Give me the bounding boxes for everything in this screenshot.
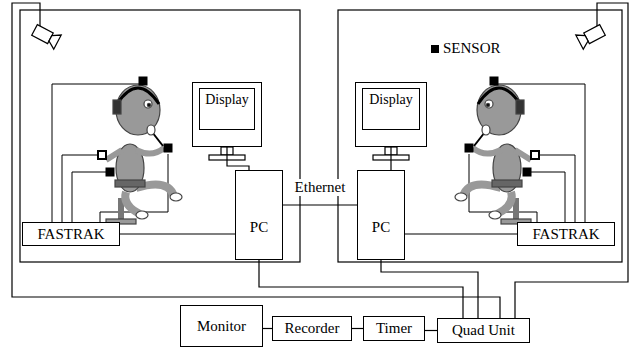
monitor-box: Monitor [180,305,263,347]
connector-part [425,330,437,331]
person [117,88,159,104]
connector-part [283,204,357,205]
connector-line [263,328,272,329]
connector-line [259,260,463,318]
legend-swatch [431,45,439,53]
person [136,211,148,219]
tracker-box: FASTRAK [22,222,120,246]
pc-box: PC [357,170,405,260]
sensor [139,77,147,85]
camera [31,23,61,49]
sensor [98,77,172,176]
connector-line [425,330,437,331]
screen: Display [362,88,420,130]
screen: Display [199,88,255,130]
connector-part [227,147,249,170]
connector-part [352,328,363,329]
sensor [164,144,172,152]
person [116,85,160,135]
node-label: PC [372,219,390,236]
connector-line [227,147,249,170]
node-label: Timer [376,320,412,337]
camera-wire [515,3,628,318]
quad-unit-box: Quad Unit [437,318,530,343]
connector-part [263,328,272,329]
person [125,192,140,214]
connector-line [381,260,478,318]
display-monitor: Display [192,82,262,147]
person [113,100,121,114]
node-label: Quad Unit [452,322,515,339]
timer-box: Timer [363,316,425,341]
person [170,193,182,201]
person [106,85,182,224]
node-label: FASTRAK [532,226,599,243]
person [115,180,145,187]
sensor-wire [52,84,168,222]
edge-label: Ethernet [293,179,348,196]
person [144,100,152,108]
sensor [106,168,114,176]
node-label: PC [250,219,268,236]
connector-line [283,205,357,206]
connector-part [120,233,235,234]
tracker-box: FASTRAK [517,222,615,246]
node-label: Recorder [285,320,340,337]
participant-figure [31,23,182,224]
person [147,125,155,135]
node-label: Display [369,92,413,107]
recorder-box: Recorder [272,316,352,341]
sensor [98,151,106,159]
camera-wire [12,3,500,318]
room-outline [338,10,622,262]
connector-part [259,260,463,318]
camera-wire [12,3,628,318]
person [106,148,164,160]
connector-line [352,328,363,329]
connector-line [405,234,517,235]
connector-part [381,260,478,318]
room-outline [20,10,622,262]
node-label: Monitor [197,318,246,335]
sensor-wire [72,172,110,222]
person [147,103,150,106]
display-stand [209,147,409,160]
connector-line [391,147,392,170]
connector-line [120,234,235,235]
node-label: Display [205,92,249,107]
connector-part [405,233,517,234]
display-monitor: Display [355,82,427,147]
sensor-wire [62,155,102,222]
node-label: FASTRAK [37,226,104,243]
camera [47,31,62,49]
pc-box: PC [235,170,283,260]
connector-part [390,147,391,170]
room-outline [20,10,300,262]
legend-label: SENSOR [443,40,501,57]
